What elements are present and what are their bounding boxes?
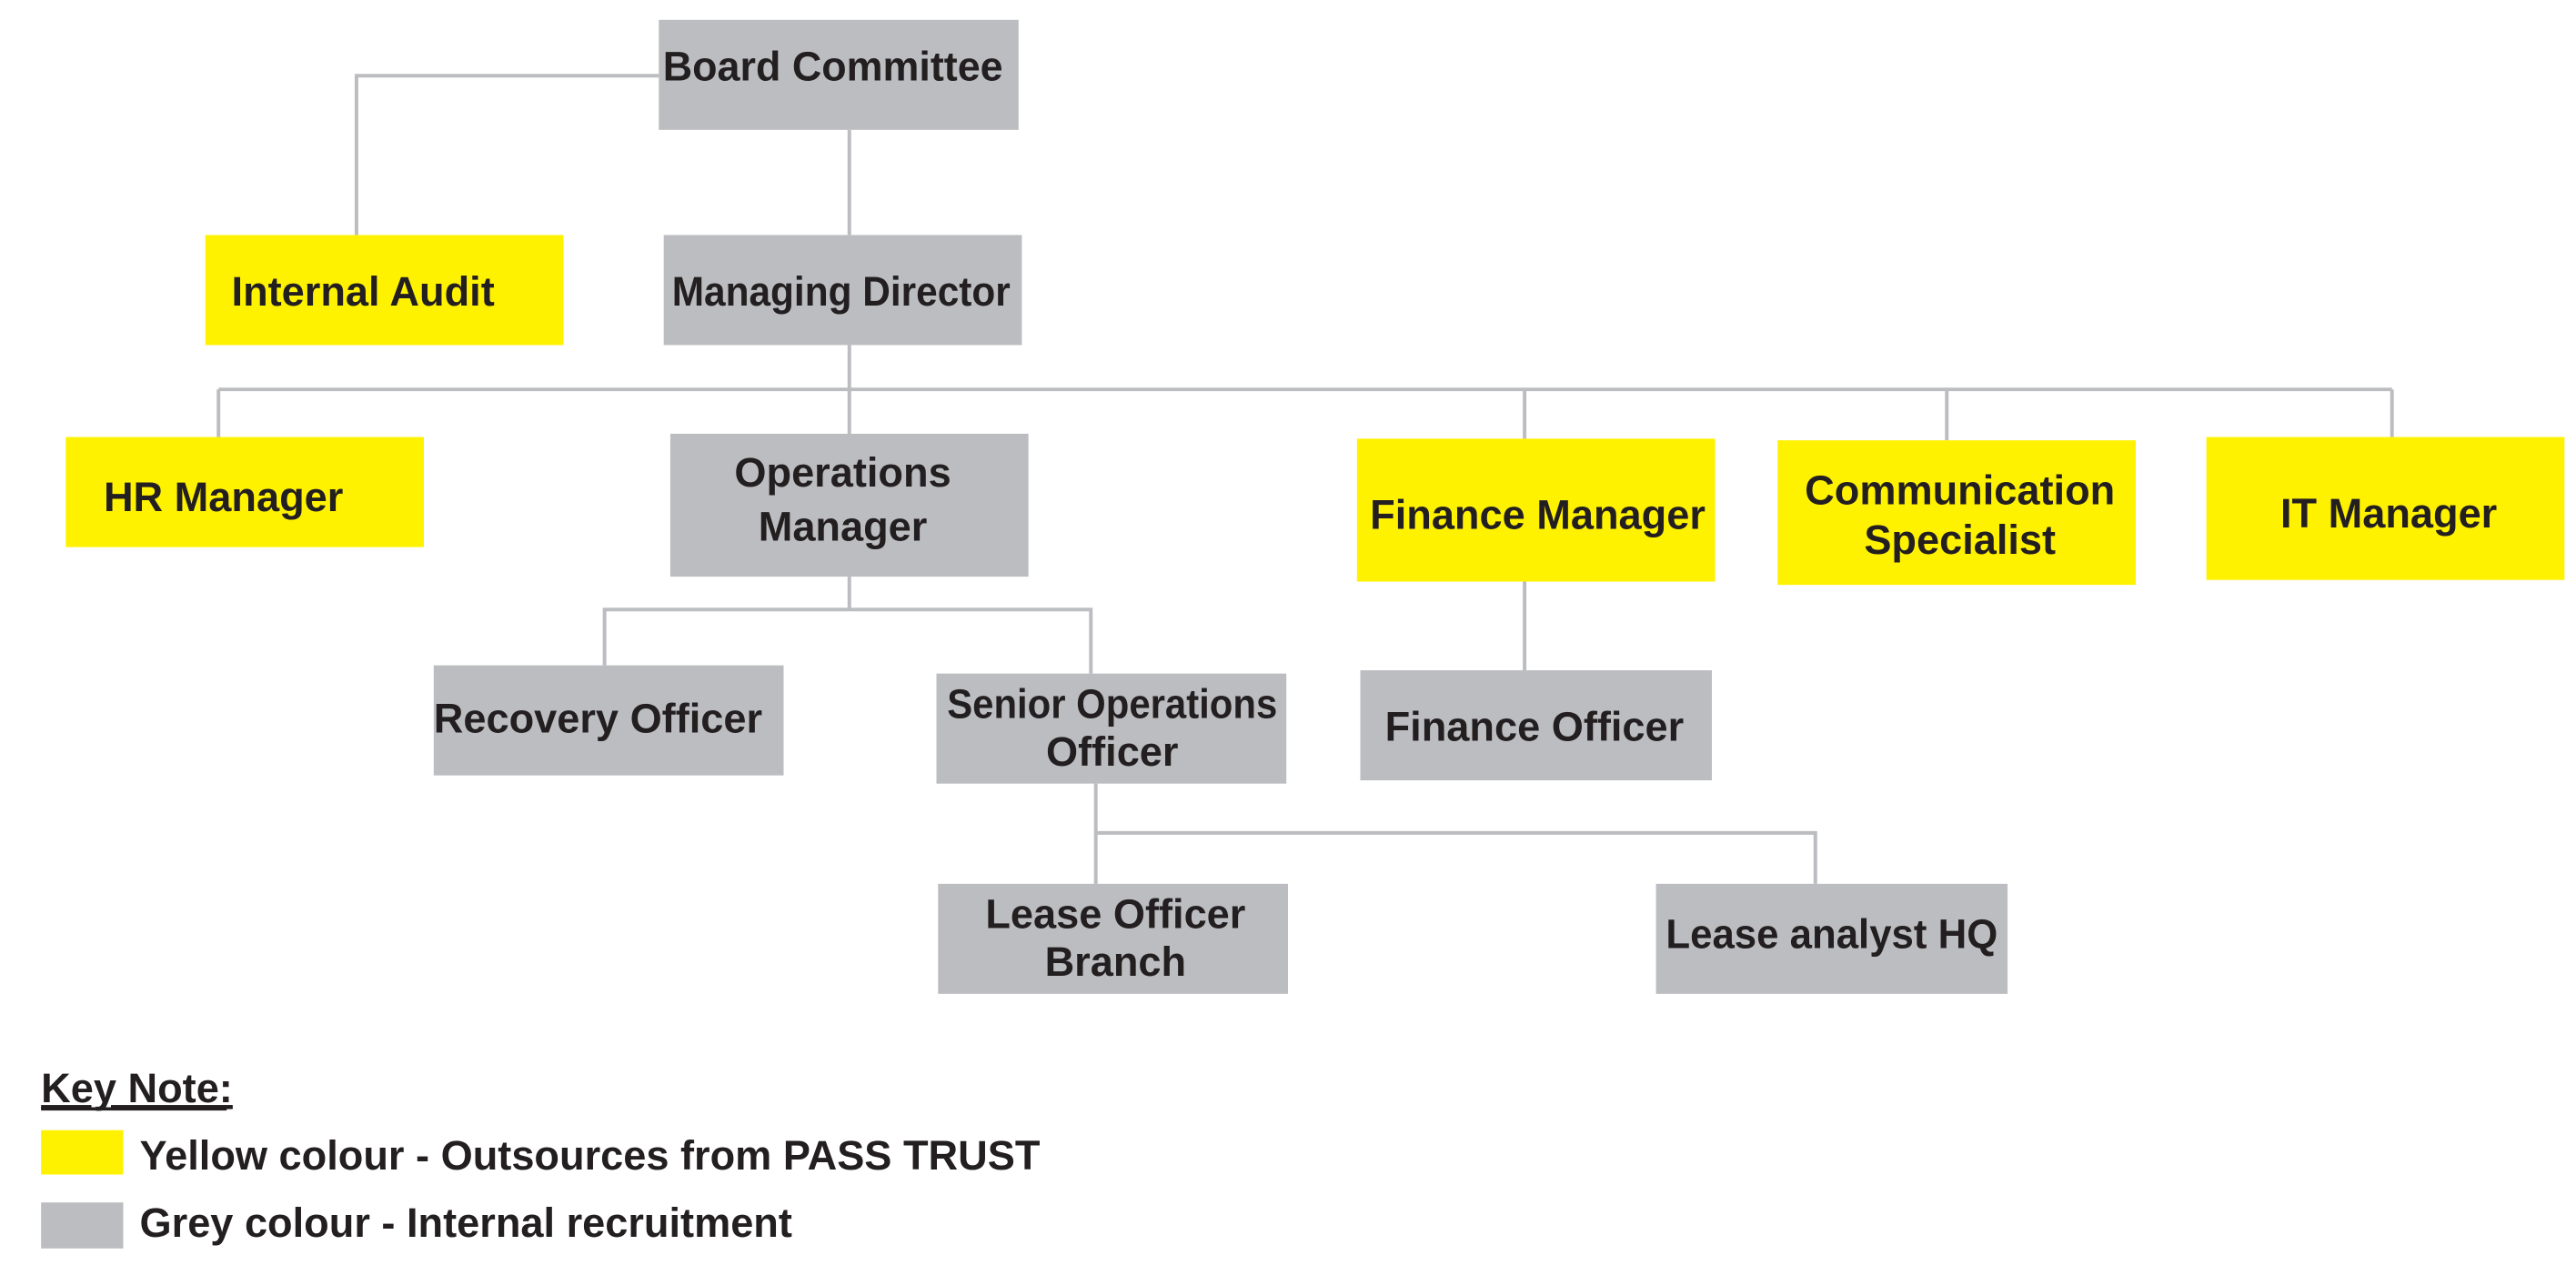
node-label: Recovery Officer [434, 696, 762, 742]
node-label: Finance Officer [1385, 704, 1685, 750]
node-it-manager: IT Manager [2206, 437, 2565, 580]
legend-title: Key Note: [41, 1065, 233, 1111]
node-label: Lease Officer [985, 891, 1245, 938]
node-label: HR Manager [104, 474, 343, 520]
connector-ops-children [602, 607, 1093, 674]
node-lease-analyst-hq: Lease analyst HQ [1655, 883, 2008, 994]
node-label: Specialist [1864, 517, 2056, 563]
node-managing-director: Managing Director [663, 235, 1022, 346]
legend-label-internal: Grey colour - Internal recruitment [140, 1200, 792, 1246]
node-senior-operations-officer: Senior Operations Officer [936, 673, 1287, 784]
node-operations-manager: Operations Manager [669, 433, 1029, 577]
node-label: Senior Operations [947, 680, 1277, 727]
node-internal-audit: Internal Audit [205, 235, 564, 346]
legend-swatch-grey [41, 1202, 124, 1249]
connector-board-audit [354, 74, 659, 236]
node-label: Manager [759, 503, 928, 549]
node-label: IT Manager [2280, 490, 2497, 537]
node-finance-officer: Finance Officer [1360, 670, 1712, 781]
node-label: Finance Manager [1370, 492, 1706, 538]
node-label: Board Committee [663, 44, 1003, 90]
node-finance-manager: Finance Manager [1356, 438, 1716, 582]
node-label: Officer [1046, 728, 1179, 775]
node-label: Operations [734, 449, 951, 496]
connector-lease-hq [1095, 830, 1817, 884]
node-label: Internal Audit [232, 268, 495, 315]
node-communication-specialist: Communication Specialist [1777, 440, 2136, 586]
node-label: Managing Director [672, 268, 1011, 315]
connectors [216, 74, 2394, 884]
node-recovery-officer: Recovery Officer [434, 665, 784, 776]
node-label: Lease analyst HQ [1665, 910, 1997, 957]
node-board-committee: Board Committee [659, 19, 1019, 130]
legend: Key Note: Yellow colour - Outsources fro… [41, 1065, 1041, 1249]
legend-label-outsourced: Yellow colour - Outsources from PASS TRU… [140, 1132, 1041, 1179]
node-hr-manager: HR Manager [65, 437, 424, 547]
legend-swatch-yellow [41, 1129, 124, 1175]
node-lease-officer-branch: Lease Officer Branch [938, 883, 1288, 994]
node-label: Communication [1805, 467, 2115, 514]
node-label: Branch [1045, 939, 1187, 985]
